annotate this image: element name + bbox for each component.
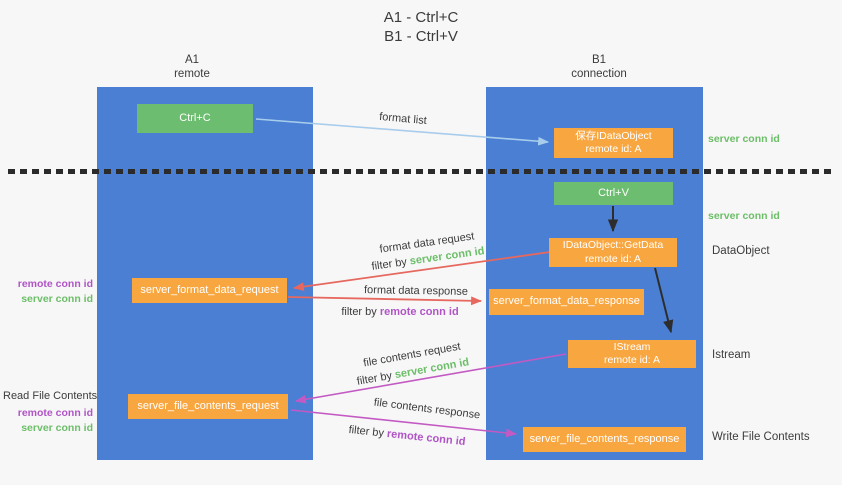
read-file-contents-label: Read File Contents [3, 390, 98, 402]
diagram-title: A1 - Ctrl+C B1 - Ctrl+V [0, 8, 842, 46]
right-server-conn-id-1: server conn id [708, 133, 780, 145]
write-file-contents-label: Write File Contents [712, 431, 810, 443]
remote-conn-id-text-1: remote conn id [379, 306, 459, 318]
edge-label-filter-remote-conn-1: filter by remote conn id [341, 306, 458, 318]
lane-b1-name: B1 [591, 54, 607, 66]
node-istream-line1: IStream [613, 340, 651, 353]
node-ctrl-c-label: Ctrl+C [179, 111, 211, 124]
edge-label-filter-remote-conn-2: filter by remote conn id [348, 424, 466, 448]
node-save-dataobject-line1: 保存IDataObject [575, 129, 652, 142]
dataobject-label: DataObject [712, 245, 770, 257]
remote-conn-id-text-2: remote conn id [386, 427, 466, 449]
lane-a1-name: A1 [184, 54, 200, 66]
node-server-format-data-request: server_format_data_request [132, 278, 287, 303]
title-line-1: A1 - Ctrl+C [383, 9, 459, 26]
lane-header-a1: A1 remote [132, 53, 252, 81]
node-getdata-line1: IDataObject::GetData [562, 239, 664, 251]
lane-b1-role: connection [571, 68, 627, 80]
left-conn-ids-2: remote conn id server conn id [3, 406, 93, 435]
node-server-file-contents-response: server_file_contents_response [523, 427, 686, 452]
istream-label: Istream [712, 349, 751, 361]
node-getdata: IDataObject::GetData remote id: A [549, 238, 677, 267]
edge-label-format-data-response: format data response [363, 284, 469, 298]
node-server-format-data-response-label: server_format_data_response [493, 295, 640, 308]
right-server-conn-id-2: server conn id [708, 210, 780, 222]
node-server-file-contents-request: server_file_contents_request [128, 394, 288, 419]
edge-label-file-contents-response: file contents response [373, 396, 481, 422]
node-save-dataobject-line2: remote id: A [585, 143, 642, 155]
node-server-file-contents-response-label: server_file_contents_response [529, 432, 680, 445]
node-server-format-data-response: server_format_data_response [489, 289, 644, 315]
title-line-2: B1 - Ctrl+V [384, 28, 458, 45]
filter-by-text-3: filter by [355, 369, 393, 388]
left-remote-conn-id-1: remote conn id [17, 278, 93, 290]
edge-label-format-list: format list [378, 110, 428, 128]
left-server-conn-id-1: server conn id [21, 292, 93, 305]
session-divider [8, 169, 836, 174]
node-istream: IStream remote id: A [568, 340, 696, 368]
node-getdata-line2: remote id: A [584, 252, 642, 265]
node-ctrl-c: Ctrl+C [137, 104, 253, 133]
filter-by-text-2: filter by [341, 306, 377, 318]
node-istream-line2: remote id: A [603, 354, 661, 366]
node-server-format-data-request-label: server_format_data_request [140, 283, 279, 296]
lane-header-b1: B1 connection [539, 53, 659, 81]
filter-by-text-1: filter by [370, 256, 408, 273]
filter-by-text-4: filter by [348, 423, 385, 440]
node-server-file-contents-request-label: server_file_contents_request [137, 399, 279, 412]
lane-a1-role: remote [174, 68, 210, 80]
node-ctrl-v-label: Ctrl+V [598, 186, 629, 199]
left-server-conn-id-2: server conn id [21, 421, 93, 434]
left-remote-conn-id-2: remote conn id [17, 407, 93, 419]
left-conn-ids-1: remote conn id server conn id [3, 277, 93, 306]
node-ctrl-v: Ctrl+V [554, 182, 673, 205]
node-save-dataobject: 保存IDataObject remote id: A [554, 128, 673, 158]
